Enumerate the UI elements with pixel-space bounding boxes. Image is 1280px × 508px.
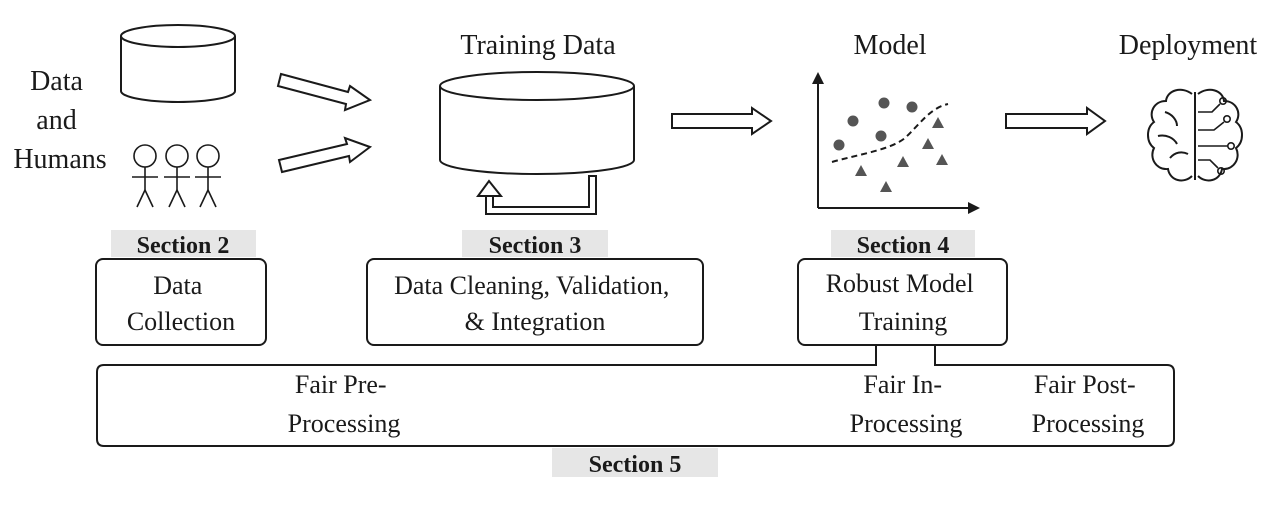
block-arrow-icon <box>277 136 373 174</box>
scatter-plot-icon <box>812 72 980 214</box>
robust-model-training-box <box>797 258 1008 346</box>
fair-post-processing-label: Fair Post- Processing <box>1032 370 1145 438</box>
database-icon <box>439 71 635 175</box>
database-icon <box>120 24 236 103</box>
deployment-label: Deployment <box>1119 30 1258 61</box>
section-5-tag: Section 5 <box>589 452 682 478</box>
section-4-tag: Section 4 <box>857 233 950 259</box>
feedback-loop-icon <box>476 175 597 215</box>
section-3-tag: Section 3 <box>489 233 582 259</box>
data-cleaning-box <box>366 258 704 346</box>
robust-model-training-label: Robust Model Training <box>826 269 981 336</box>
section-5-tag-bg <box>552 448 718 477</box>
brain-circuit-icon <box>1147 88 1243 182</box>
fair-in-processing-label: Fair In- Processing <box>850 370 963 438</box>
data-collection-label: Data Collection <box>127 271 235 336</box>
section-2-tag: Section 2 <box>137 233 230 259</box>
data-cleaning-label: Data Cleaning, Validation, & Integration <box>394 271 676 336</box>
block-arrow-icon <box>1005 106 1107 136</box>
section-4-tag-bg <box>831 230 975 257</box>
people-icon <box>132 144 221 208</box>
data-humans-label: Data and Humans <box>13 66 106 175</box>
section-2-tag-bg <box>111 230 256 257</box>
section-3-tag-bg <box>462 230 608 257</box>
model-label: Model <box>853 30 926 61</box>
data-collection-box <box>95 258 267 346</box>
fair-pre-processing-label: Fair Pre- Processing <box>288 370 401 438</box>
block-arrow-icon <box>276 72 373 112</box>
block-arrow-icon <box>671 106 773 136</box>
training-data-label: Training Data <box>460 30 616 61</box>
fair-processing-box <box>96 345 1175 447</box>
